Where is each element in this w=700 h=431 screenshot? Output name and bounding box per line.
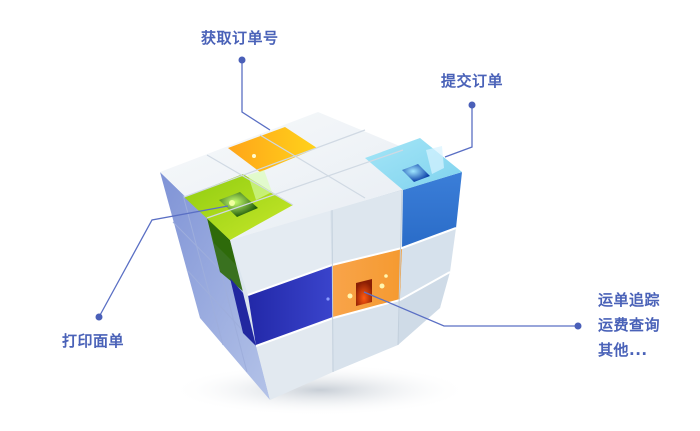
- connector-dot-icon: [574, 322, 582, 330]
- green-slot-icon: [219, 192, 258, 217]
- connector-dot-icon: [238, 56, 246, 64]
- step-print-waybill-label[interactable]: 打印面单: [62, 332, 125, 350]
- connector-dot-icon: [95, 313, 103, 321]
- service-other[interactable]: 其他...: [598, 341, 648, 359]
- tile-yellow: [228, 127, 317, 172]
- cube-shadow: [170, 364, 470, 416]
- connector-submit-order: [444, 105, 473, 158]
- connector-more-services: [363, 291, 578, 327]
- step-submit-order-label[interactable]: 提交订单: [441, 72, 504, 90]
- cube-top-face: [160, 112, 462, 240]
- tile-cyan: [365, 138, 462, 190]
- more-services-list: 运单追踪 运费查询 其他...: [598, 293, 660, 358]
- blue-slot-icon: [402, 164, 430, 182]
- cube-left-face: [160, 172, 270, 400]
- connector-dot-icon: [468, 101, 476, 109]
- tile-blue: [402, 172, 462, 248]
- cube-front-face: [230, 172, 462, 400]
- service-freight-query[interactable]: 运费查询: [598, 316, 661, 334]
- step-get-order-number-label[interactable]: 获取订单号: [201, 29, 279, 47]
- service-waybill-tracking[interactable]: 运单追踪: [598, 291, 661, 309]
- tile-navy: [248, 265, 333, 346]
- connector-print-waybill: [98, 205, 229, 318]
- connector-get-order-number: [241, 60, 271, 131]
